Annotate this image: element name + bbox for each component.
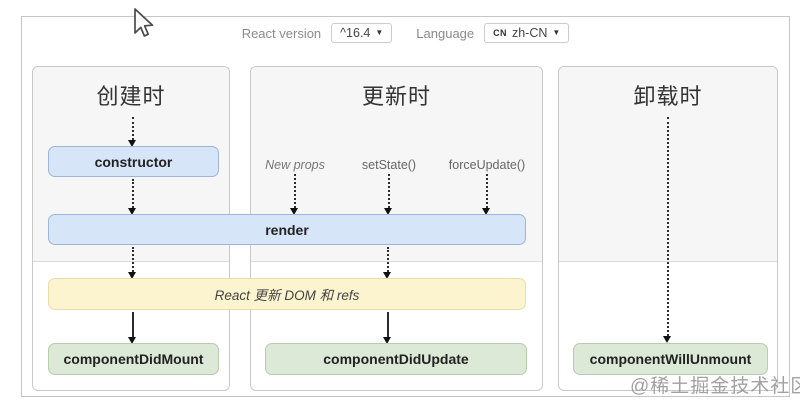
trigger-setstate: setState()	[361, 158, 417, 172]
componentwillunmount-box[interactable]: componentWillUnmount	[573, 343, 768, 375]
language-label: Language	[416, 25, 475, 41]
constructor-box[interactable]: constructor	[48, 146, 219, 177]
cn-flag-icon: CN	[493, 28, 507, 38]
chevron-down-icon: ▼	[375, 28, 384, 37]
panel-title-unmounting: 卸载时	[633, 84, 703, 109]
mouse-cursor-icon	[134, 8, 154, 37]
componentdidupdate-box[interactable]: componentDidUpdate	[265, 343, 527, 375]
panel-title-updating: 更新时	[361, 84, 431, 109]
language-select[interactable]: CN zh-CN ▼	[484, 23, 570, 43]
react-version-value: ^16.4	[340, 26, 371, 40]
react-updates-dom-box: React 更新 DOM 和 refs	[48, 278, 526, 310]
toolbar: React version ^16.4 ▼ Language CN zh-CN …	[22, 23, 789, 43]
language-value: zh-CN	[511, 26, 548, 40]
panel-title-mounting: 创建时	[96, 84, 166, 109]
watermark: @稀土掘金技术社区	[630, 376, 800, 397]
componentdidmount-box[interactable]: componentDidMount	[48, 343, 219, 375]
trigger-new-props: New props	[265, 158, 325, 172]
react-version-label: React version	[241, 25, 322, 41]
chevron-down-icon: ▼	[552, 28, 561, 37]
trigger-forceupdate: forceUpdate()	[448, 158, 526, 172]
react-version-select[interactable]: ^16.4 ▼	[331, 23, 393, 43]
render-box[interactable]: render	[48, 214, 526, 245]
